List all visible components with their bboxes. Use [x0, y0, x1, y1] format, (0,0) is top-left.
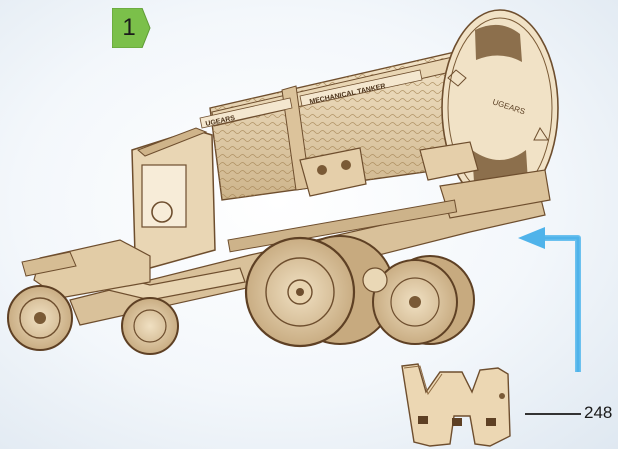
part-number-label: 248	[584, 403, 612, 423]
callout-leader-line	[525, 413, 581, 415]
